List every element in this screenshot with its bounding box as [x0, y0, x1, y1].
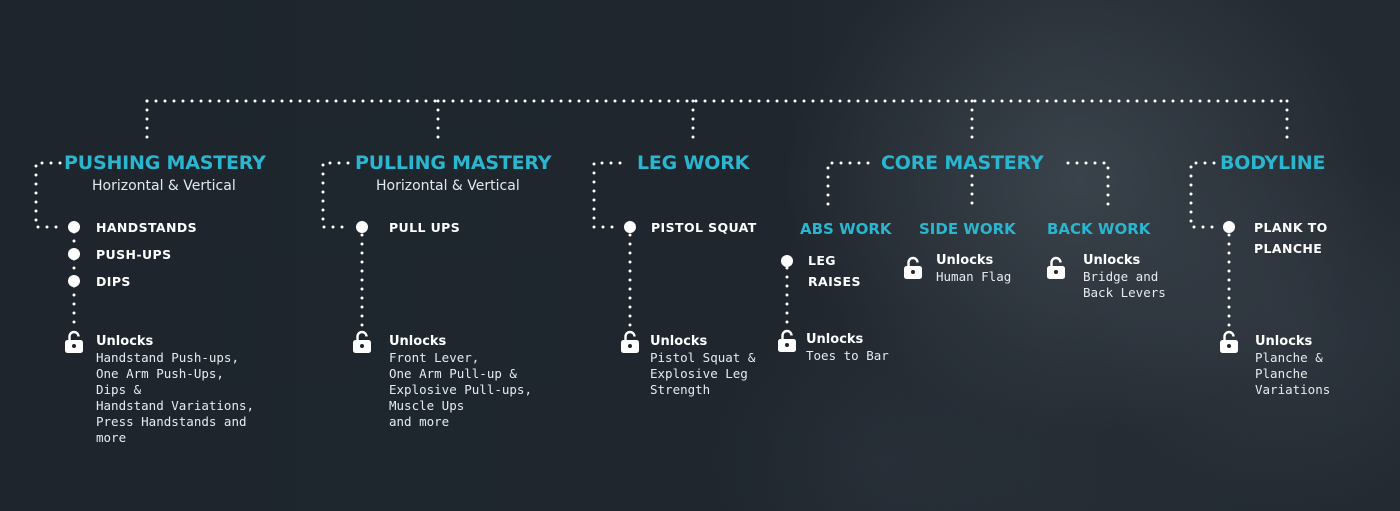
- skill-plank-line1: PLANK TO: [1254, 220, 1328, 235]
- skill-leg-raises-line2: RAISES: [808, 274, 861, 289]
- circle-node: [68, 248, 80, 260]
- side-unlocks: Unlocks Human Flag: [936, 253, 1011, 285]
- unlock-line: Human Flag: [936, 269, 1012, 284]
- unlock-line: Planche: [1255, 366, 1308, 381]
- skill-dips: DIPS: [96, 274, 131, 289]
- side-work-title: SIDE WORK: [919, 220, 1016, 238]
- circle-node: [68, 275, 80, 287]
- bracket-core-left: [826, 161, 870, 207]
- pulling-subtitle: Horizontal & Vertical: [376, 178, 520, 194]
- legs-title: LEG WORK: [637, 152, 750, 174]
- padlock-icon: [1220, 330, 1238, 353]
- back-unlocks: Unlocks Bridge and Back Levers: [1083, 253, 1166, 301]
- skill-leg-raises-line1: LEG: [808, 253, 836, 268]
- skill-handstands: HANDSTANDS: [96, 220, 198, 235]
- unlock-line: Muscle Ups: [389, 398, 465, 413]
- unlocks-heading: Unlocks: [806, 332, 864, 347]
- unlocks-heading: Unlocks: [650, 334, 708, 349]
- skill-push-ups: PUSH-UPS: [96, 247, 172, 262]
- unlock-line: Variations: [1255, 382, 1331, 397]
- padlock-icon: [1047, 256, 1065, 279]
- unlocks-heading: Unlocks: [936, 253, 994, 268]
- pulling-unlocks: Unlocks Front Lever, One Arm Pull-up & E…: [389, 334, 532, 430]
- unlock-line: Strength: [650, 382, 711, 397]
- circle-node: [1223, 221, 1235, 233]
- abs-unlocks: Unlocks Toes to Bar: [806, 332, 889, 364]
- pushing-subtitle: Horizontal & Vertical: [92, 178, 236, 194]
- pushing-unlocks: Unlocks Handstand Push-ups, One Arm Push…: [96, 334, 254, 446]
- unlock-line: Back Levers: [1083, 285, 1166, 300]
- unlock-line: Handstand Push-ups,: [96, 350, 239, 365]
- back-work-title: BACK WORK: [1047, 220, 1151, 238]
- circle-node: [781, 255, 793, 267]
- unlock-line: Planche &: [1255, 350, 1323, 365]
- unlock-line: Explosive Pull-ups,: [389, 382, 532, 397]
- bracket-core-right: [1066, 161, 1110, 207]
- unlock-line: Press Handstands and: [96, 414, 247, 429]
- skill-pull-ups: PULL UPS: [389, 220, 461, 235]
- unlock-line: Bridge and: [1083, 269, 1159, 284]
- skill-pistol-squat: PISTOL SQUAT: [651, 220, 757, 235]
- bracket-pulling: [321, 161, 352, 229]
- padlock-icon: [65, 330, 83, 353]
- circle-node: [624, 221, 636, 233]
- unlock-line: and more: [389, 414, 450, 429]
- pushing-title: PUSHING MASTERY: [64, 152, 266, 174]
- unlock-line: Front Lever,: [389, 350, 480, 365]
- unlock-line: Toes to Bar: [806, 348, 889, 363]
- abs-work-title: ABS WORK: [800, 220, 892, 238]
- bodyline-title: BODYLINE: [1220, 152, 1326, 174]
- bracket-bodyline: [1189, 161, 1218, 229]
- unlocks-heading: Unlocks: [96, 334, 154, 349]
- unlock-line: One Arm Push-Ups,: [96, 366, 224, 381]
- unlock-line: Handstand Variations,: [96, 398, 255, 413]
- padlock-icon: [621, 330, 639, 353]
- unlock-line: Dips &: [96, 382, 142, 397]
- unlocks-heading: Unlocks: [1255, 334, 1313, 349]
- pulling-title: PULLING MASTERY: [355, 152, 552, 174]
- unlocks-heading: Unlocks: [389, 334, 447, 349]
- core-title: CORE MASTERY: [881, 152, 1044, 174]
- unlock-line: more: [96, 430, 127, 445]
- bracket-legs: [592, 161, 622, 229]
- padlock-icon: [778, 329, 796, 352]
- legs-unlocks: Unlocks Pistol Squat & Explosive Leg Str…: [650, 334, 755, 398]
- bracket-pushing: [34, 161, 64, 229]
- unlock-line: One Arm Pull-up &: [389, 366, 517, 381]
- padlock-icon: [904, 256, 922, 279]
- circle-node: [68, 221, 80, 233]
- unlock-line: Explosive Leg: [650, 366, 748, 381]
- skill-plank-line2: PLANCHE: [1254, 241, 1323, 256]
- bodyline-unlocks: Unlocks Planche & Planche Variations: [1255, 334, 1330, 398]
- padlock-icon: [353, 330, 371, 353]
- unlock-line: Pistol Squat &: [650, 350, 756, 365]
- unlocks-heading: Unlocks: [1083, 253, 1141, 268]
- circle-node: [356, 221, 368, 233]
